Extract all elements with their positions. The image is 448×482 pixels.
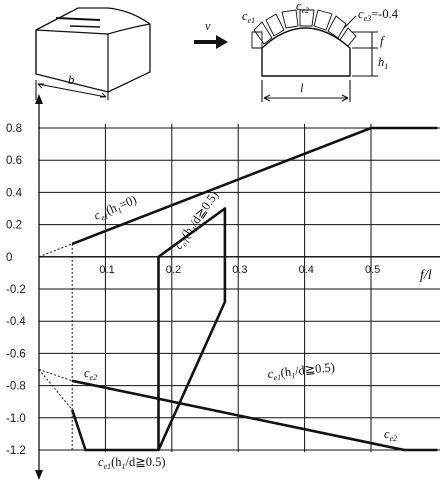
y-tick-label: -0.8 [6,381,26,393]
building-sketch: b [35,7,151,100]
series-line [71,126,438,246]
wind-arrow: v [194,19,228,49]
ce3-label: ce3=-0.4 [358,7,399,23]
dim-h1-label: h1 [378,55,388,71]
x-tick-label: 0.4 [299,264,314,276]
y-tick-label: 0.8 [6,123,22,135]
y-tick-label: 0.2 [6,220,22,232]
x-tick-label: 0.5 [365,264,380,276]
dim-f-label: f [380,34,385,48]
wind-label: v [205,19,211,33]
annotation-ce1-h1d-upper: ce1(h1/d≧0.5) [171,188,223,252]
annotation-ce2-right: ce2 [384,427,397,443]
y-tick-label: -1.2 [6,445,26,457]
y-tick-label: 0.6 [6,155,22,167]
section-sketch: ce1 ce2 ce3=-0.4 f h1 l [242,0,399,102]
dim-l-label: l [300,81,304,95]
series-line [70,207,227,452]
y-tick-label: 0 [6,252,12,264]
y-tick-label: -0.2 [6,284,26,296]
y-tick-label: -0.6 [6,348,26,360]
annotation-ce1-h1d-mid: ce1(h1/d≧0.5) [267,360,336,383]
series-line [71,379,438,452]
dim-b-label: b [68,73,74,87]
y-tick-label: -1.0 [6,413,26,425]
y-axis-arrow-up [35,94,43,104]
annotation-ce1-h1d-bottom: ce1(h1/d≧0.5) [98,455,166,471]
annotation-ce2-left: ce2 [84,366,97,382]
series-line [38,369,73,411]
series-line [38,243,73,258]
x-tick-label: 0.3 [232,264,247,276]
chart: 0.8 0.6 0.4 0.2 0 -0.2 -0.4 -0.6 -0.8 -1.0 -1.2 0.1… [6,94,440,480]
x-axis-label: f/l [420,268,432,283]
series-line [38,369,73,382]
x-tick-label: 0.2 [166,264,181,276]
y-tick-label: -0.4 [6,316,26,328]
y-axis-arrow-down [35,470,43,480]
x-tick-label: 0.1 [99,264,114,276]
y-tick-label: 0.4 [6,187,23,199]
ce1-label: ce1 [242,9,255,25]
ce2-label: ce2 [296,0,309,15]
